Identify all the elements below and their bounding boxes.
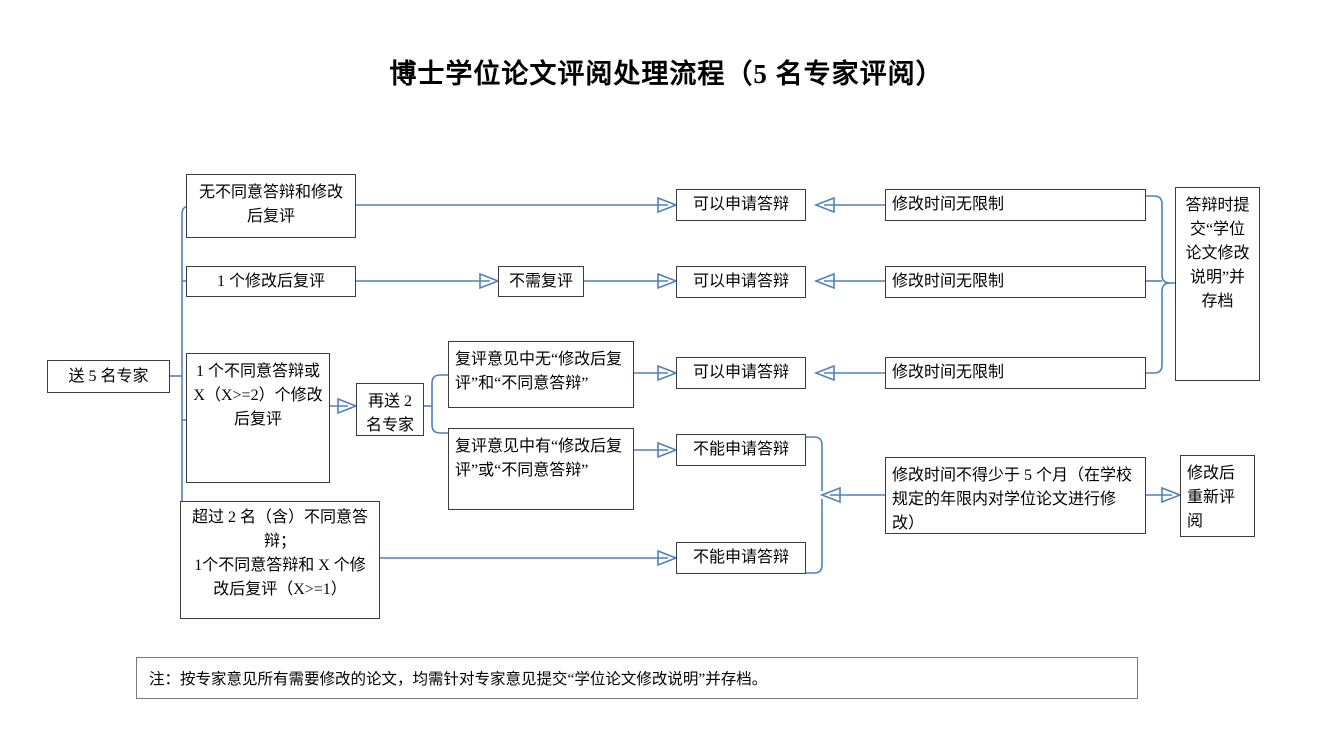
node-branch-two-or-more-objections-label: 超过 2 名（含）不同意答 辩； 1个不同意答辩和 X 个修 改后复评（X>=1… bbox=[181, 502, 379, 602]
wire-cannotdefend2-to-bracket bbox=[806, 499, 823, 574]
node-no-review-needed-label: 不需复评 bbox=[508, 272, 573, 290]
node-submit-revision-statement[interactable]: 答辩时提交“学位论文修改说明”并存档 bbox=[1175, 187, 1260, 381]
arrowhead-candefend3 bbox=[657, 364, 679, 382]
node-can-defend-1[interactable]: 可以申请答辩 bbox=[676, 189, 806, 221]
footnote-box: 注：按专家意见所有需要修改的论文，均需针对专家意见提交“学位论文修改说明”并存档… bbox=[136, 657, 1138, 699]
wire-right-bracket-upper bbox=[1146, 195, 1175, 284]
footnote-text: 注：按专家意见所有需要修改的论文，均需针对专家意见提交“学位论文修改说明”并存档… bbox=[149, 671, 768, 688]
node-can-defend-1-label: 可以申请答辩 bbox=[692, 196, 789, 213]
node-review-result-flagged[interactable]: 复评意见中有“修改后复评”或“不同意答辩” bbox=[448, 428, 634, 510]
node-review-result-clean[interactable]: 复评意见中无“修改后复评”和“不同意答辩” bbox=[448, 341, 634, 408]
node-branch-one-objection[interactable]: 1 个不同意答辩或 X（X>=2）个修改后复评 bbox=[186, 353, 330, 483]
node-branch-no-objection-label: 无不同意答辩和修改后复评 bbox=[198, 184, 343, 225]
arrowhead-cannotdefend1 bbox=[657, 441, 679, 459]
node-branch-one-objection-label: 1 个不同意答辩或 X（X>=2）个修改后复评 bbox=[193, 363, 323, 428]
node-can-defend-2[interactable]: 可以申请答辩 bbox=[676, 266, 806, 298]
arrowhead-cannotdefend-left bbox=[819, 486, 841, 504]
node-submit-revision-statement-label: 答辩时提交“学位论文修改说明”并存档 bbox=[1185, 197, 1250, 310]
node-can-defend-3-label: 可以申请答辩 bbox=[692, 364, 789, 381]
node-no-time-limit-2-label: 修改时间无限制 bbox=[892, 273, 1005, 290]
node-no-time-limit-2[interactable]: 修改时间无限制 bbox=[885, 266, 1146, 298]
node-min-five-months-label: 修改时间不得少于 5 个月（在学校规定的年限内对学位论文进行修改） bbox=[892, 467, 1133, 532]
arrowhead-candefend2 bbox=[657, 272, 679, 290]
node-re-review-label: 修改后重新评阅 bbox=[1187, 465, 1236, 530]
arrowhead-cannotdefend2 bbox=[657, 549, 679, 567]
arrowhead-candefend1 bbox=[657, 196, 679, 214]
node-resend-two-experts[interactable]: 再送 2 名专家 bbox=[356, 383, 424, 436]
arrowhead-candefend2-left bbox=[813, 272, 835, 290]
arrowhead-noreview bbox=[479, 272, 501, 290]
node-no-time-limit-3-label: 修改时间无限制 bbox=[892, 364, 1005, 381]
arrowhead-rereview bbox=[1161, 486, 1183, 504]
node-branch-no-objection[interactable]: 无不同意答辩和修改后复评 bbox=[186, 174, 356, 238]
node-cannot-defend-2[interactable]: 不能申请答辩 bbox=[676, 542, 806, 574]
branch4-line-1: 超过 2 名（含）不同意答 bbox=[191, 509, 368, 526]
node-cannot-defend-1-label: 不能申请答辩 bbox=[692, 441, 789, 458]
node-start-label: 送 5 名专家 bbox=[68, 367, 149, 385]
node-resend-two-experts-label: 再送 2 名专家 bbox=[365, 393, 414, 434]
node-branch-one-revision-label: 1 个修改后复评 bbox=[216, 272, 325, 290]
node-no-time-limit-1[interactable]: 修改时间无限制 bbox=[885, 189, 1146, 221]
node-re-review[interactable]: 修改后重新评阅 bbox=[1180, 455, 1255, 537]
arrowhead-candefend1-left bbox=[813, 196, 835, 214]
wire-resend-bracket bbox=[431, 374, 448, 434]
arrowhead-resend bbox=[337, 397, 359, 415]
arrowhead-candefend3-left bbox=[813, 364, 835, 382]
page-title: 博士学位论文评阅处理流程（5 名专家评阅） bbox=[389, 59, 944, 89]
node-branch-one-revision[interactable]: 1 个修改后复评 bbox=[186, 266, 356, 297]
node-review-result-clean-label: 复评意见中无“修改后复评”和“不同意答辩” bbox=[455, 351, 623, 392]
node-branch-two-or-more-objections[interactable]: 超过 2 名（含）不同意答 辩； 1个不同意答辩和 X 个修 改后复评（X>=1… bbox=[180, 501, 380, 619]
wire-cannotdefend1-to-bracket bbox=[806, 436, 823, 491]
node-no-review-needed[interactable]: 不需复评 bbox=[498, 266, 584, 297]
branch4-line-4: 改后复评（X>=1） bbox=[213, 581, 347, 598]
branch4-line-3: 1个不同意答辩和 X 个修 bbox=[194, 557, 366, 574]
node-can-defend-3[interactable]: 可以申请答辩 bbox=[676, 357, 806, 389]
wire-right-bracket-lower bbox=[1146, 282, 1171, 374]
node-no-time-limit-1-label: 修改时间无限制 bbox=[892, 196, 1005, 213]
node-start[interactable]: 送 5 名专家 bbox=[47, 360, 170, 393]
node-cannot-defend-1[interactable]: 不能申请答辩 bbox=[676, 434, 806, 466]
node-no-time-limit-3[interactable]: 修改时间无限制 bbox=[885, 357, 1146, 389]
node-min-five-months[interactable]: 修改时间不得少于 5 个月（在学校规定的年限内对学位论文进行修改） bbox=[885, 457, 1146, 534]
branch4-line-2: 辩； bbox=[263, 533, 296, 550]
node-can-defend-2-label: 可以申请答辩 bbox=[692, 273, 789, 290]
node-cannot-defend-2-label: 不能申请答辩 bbox=[692, 549, 789, 566]
node-review-result-flagged-label: 复评意见中有“修改后复评”或“不同意答辩” bbox=[455, 438, 623, 479]
